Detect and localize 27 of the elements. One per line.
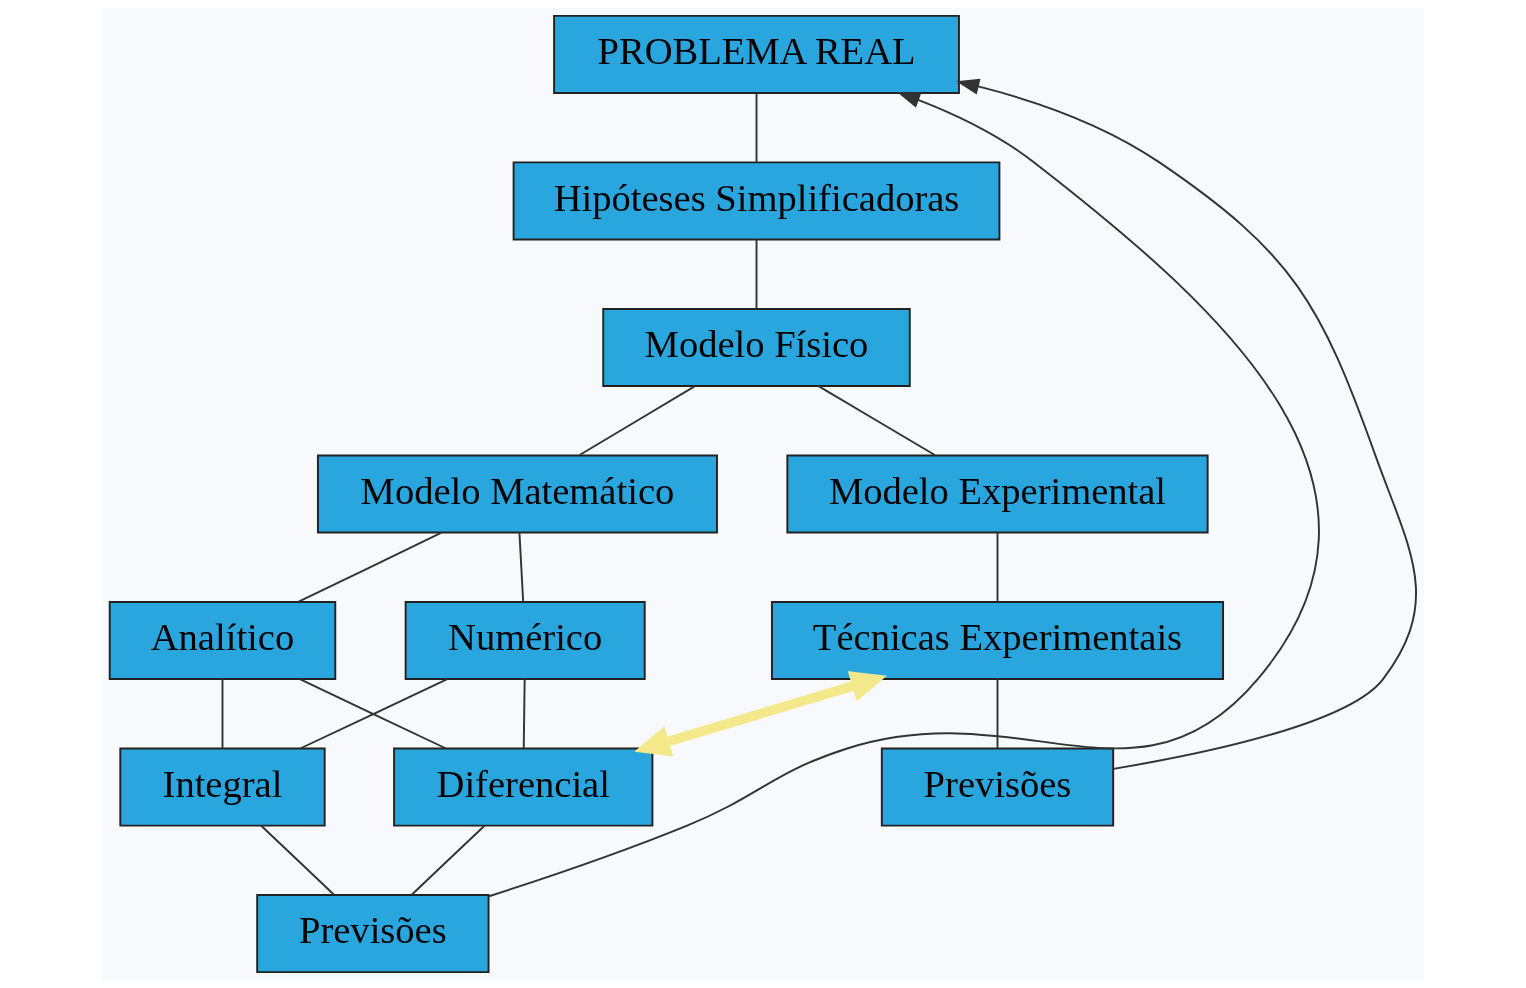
node-box: Modelo Matemático	[316, 454, 718, 534]
connector	[755, 92, 758, 163]
node-box: Modelo Físico	[602, 307, 911, 387]
node-box: Hipóteses Simplificadoras	[512, 161, 1001, 241]
connector	[260, 824, 335, 896]
connector	[522, 678, 526, 749]
connector	[578, 385, 696, 456]
connector	[996, 531, 999, 603]
arrow	[488, 92, 1320, 898]
arrow	[634, 671, 887, 757]
node-box: Integral	[119, 747, 326, 827]
connector	[755, 238, 758, 310]
node-box: Analítico	[108, 601, 337, 681]
connector	[221, 678, 224, 749]
node-box: Técnicas Experimentais	[770, 601, 1225, 681]
connector	[817, 385, 936, 456]
node-box: Diferencial	[393, 747, 654, 827]
node-box: Modelo Experimental	[786, 454, 1209, 534]
connector	[518, 531, 525, 603]
node-box: Previsões	[256, 894, 490, 974]
connector	[996, 678, 999, 749]
connector	[411, 824, 486, 896]
arrow	[956, 78, 1417, 770]
node-box: PROBLEMA REAL	[553, 14, 960, 94]
node-box: Numérico	[404, 601, 646, 681]
connector	[297, 531, 443, 603]
node-box: Previsões	[880, 747, 1115, 827]
